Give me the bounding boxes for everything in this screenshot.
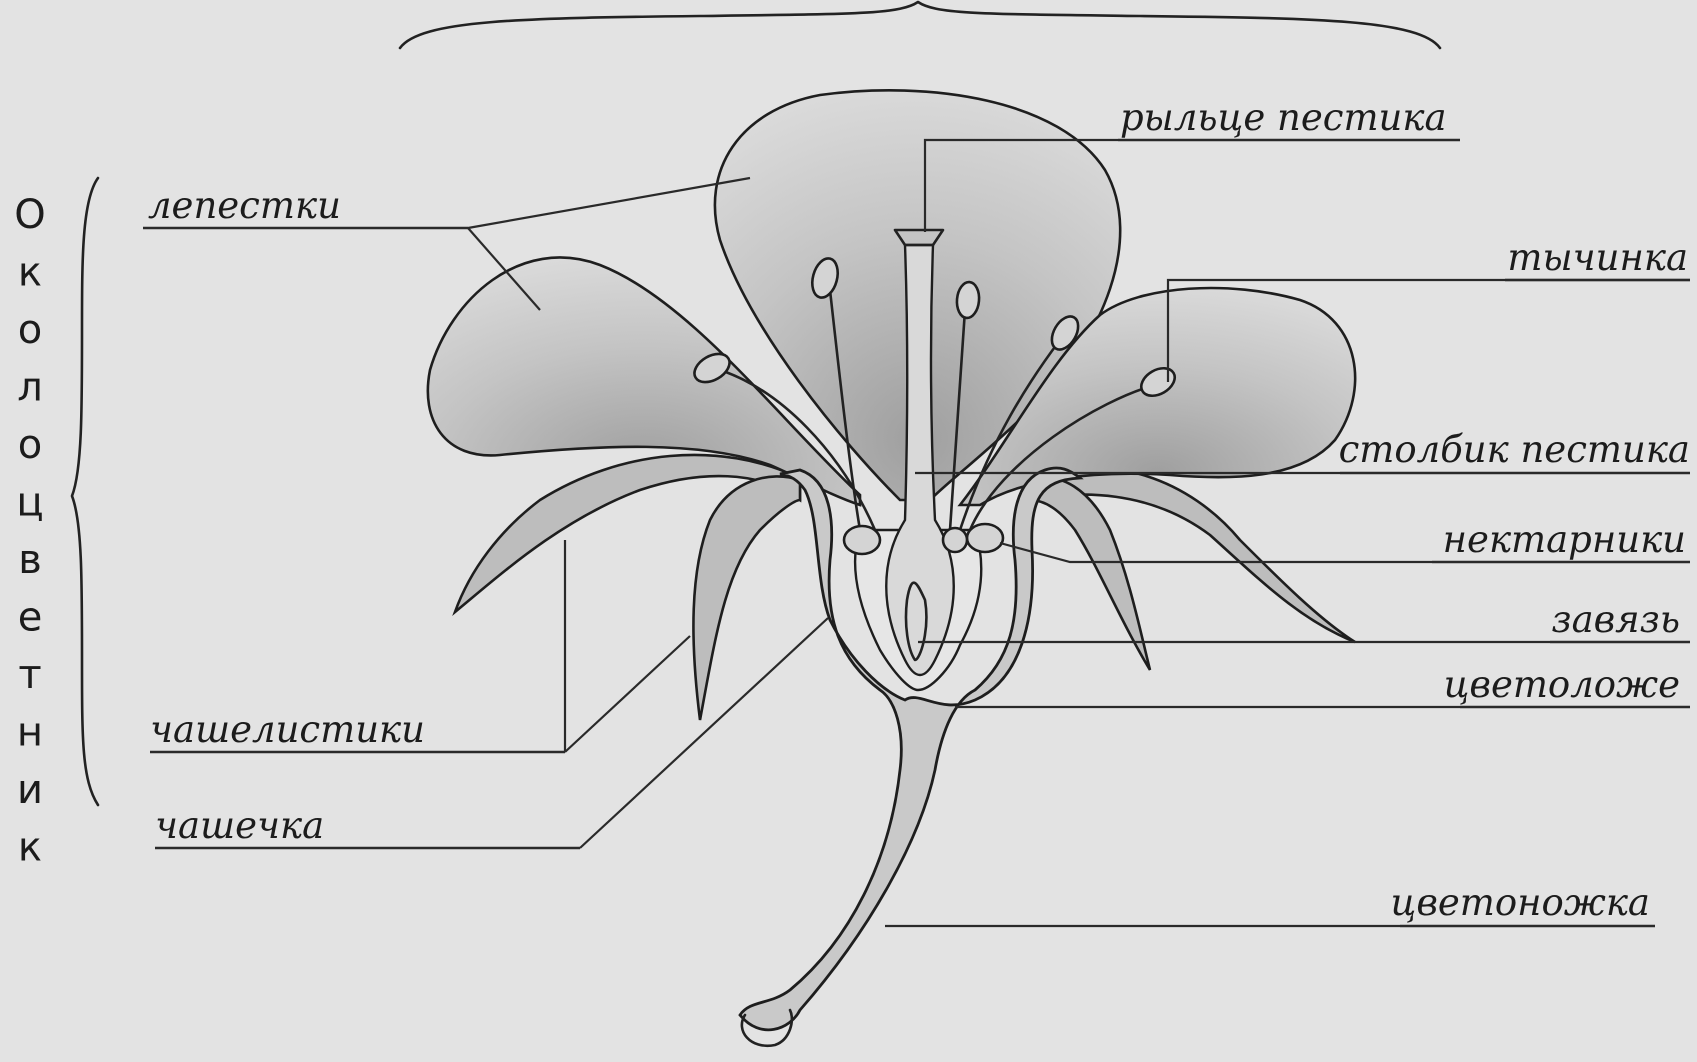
perianth-letter: т (18, 652, 41, 698)
label-petals: лепестки (148, 184, 341, 227)
label-pedicel: цветоножка (1391, 881, 1650, 924)
label-stigma: рыльце пестика (1120, 96, 1447, 139)
perianth-brace (72, 178, 98, 805)
petals-drawing (428, 90, 1355, 505)
label-sepals: чашелистики (150, 708, 425, 751)
perianth-letter: и (17, 767, 43, 813)
label-nectaries: нектарники (1443, 518, 1686, 561)
top-brace (400, 2, 1440, 48)
perianth-letter: ц (16, 480, 43, 526)
perianth-letter: н (17, 710, 43, 756)
perianth-letter: в (18, 537, 42, 583)
perianth-letter: к (18, 250, 42, 296)
perianth-letter: е (18, 595, 43, 641)
label-style: столбик пестика (1339, 428, 1690, 471)
label-receptacle: цветоложе (1444, 663, 1680, 706)
label-stamen: тычинка (1507, 236, 1688, 279)
label-calyx: чашечка (155, 804, 324, 847)
perianth-letter: О (14, 192, 45, 238)
perianth-letter: к (18, 825, 42, 871)
label-ovary: завязь (1551, 598, 1680, 641)
perianth-letter: о (18, 307, 42, 353)
perianth-letter: л (17, 365, 43, 411)
perianth-letter: о (18, 422, 42, 468)
